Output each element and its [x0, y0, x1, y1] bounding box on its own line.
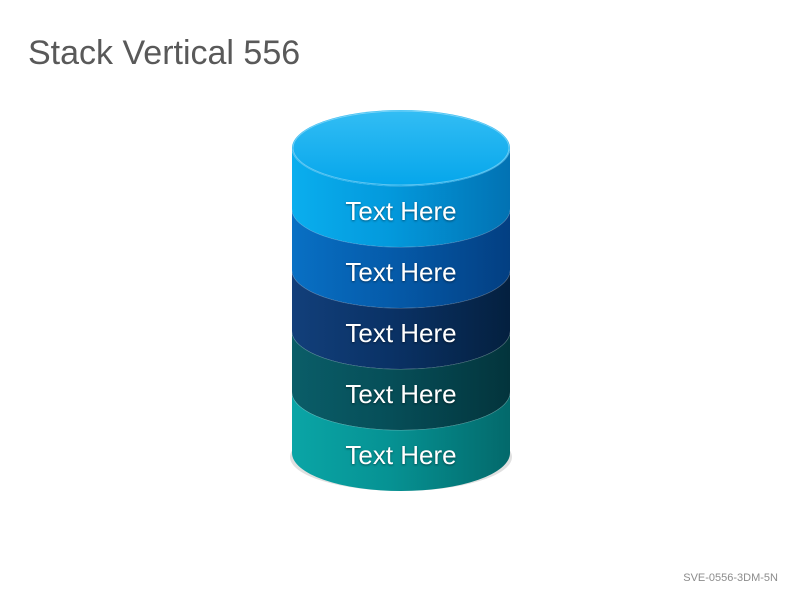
page-title: Stack Vertical 556 [28, 34, 301, 72]
layer-label-5: Text Here [345, 440, 457, 470]
stack-top-cap-rim [292, 110, 510, 186]
stack-layer-2 [292, 209, 510, 308]
slide-code: SVE-0556-3DM-5N [683, 572, 778, 584]
layer-rim-4 [291, 330, 511, 370]
layer-rim-5 [291, 391, 511, 431]
stack-layer-1 [292, 148, 510, 247]
stack-layer-4 [292, 331, 510, 430]
layer-label-1: Text Here [345, 196, 457, 226]
layer-label-3: Text Here [345, 318, 457, 348]
stack-top-cap [292, 110, 510, 186]
layer-rim-3 [291, 269, 511, 309]
stack-layer-3 [292, 270, 510, 369]
stack-layer-5 [292, 392, 510, 491]
layer-rim-2 [291, 208, 511, 248]
layer-label-4: Text Here [345, 379, 457, 409]
layer-label-2: Text Here [345, 257, 457, 287]
